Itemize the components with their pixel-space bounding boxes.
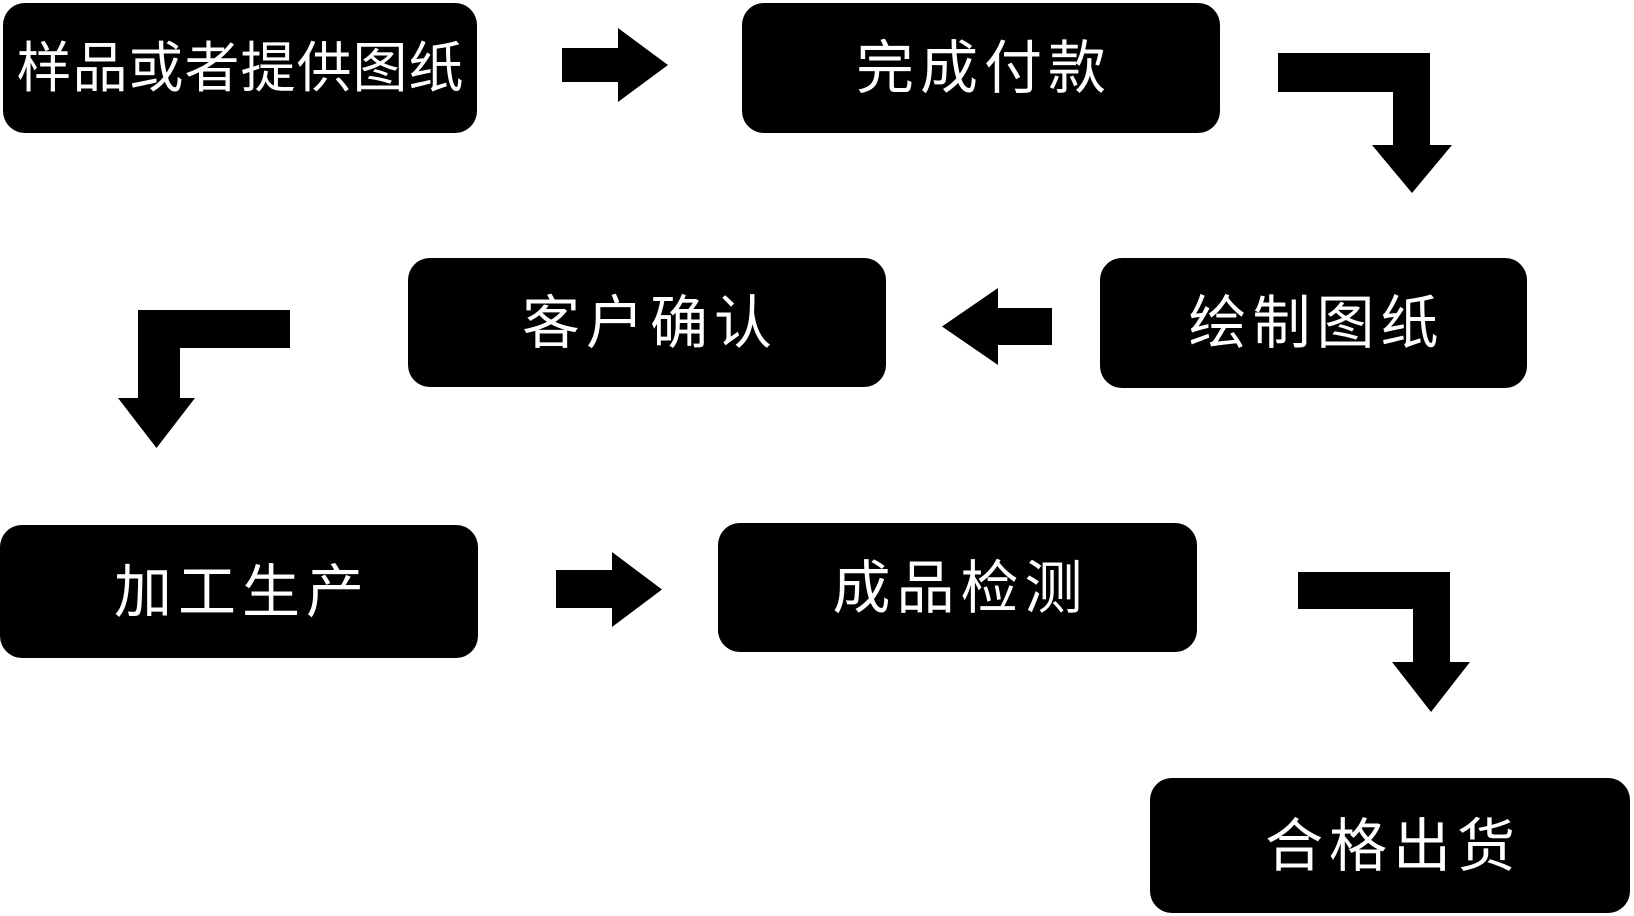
flow-step-label: 加工生产 — [113, 557, 370, 626]
elbow-down-arrow-icon — [1298, 572, 1470, 712]
right-arrow-icon — [556, 552, 662, 627]
flow-step-inspection: 成品检测 — [718, 523, 1197, 652]
right-arrow-icon — [562, 28, 668, 102]
flow-step-label: 样品或者提供图纸 — [16, 35, 465, 100]
elbow-down-arrow-icon — [118, 310, 290, 448]
flow-step-label: 绘制图纸 — [1188, 289, 1445, 357]
flow-step-label: 合格出货 — [1264, 811, 1521, 880]
left-arrow-icon — [942, 288, 1052, 365]
flow-step-label: 成品检测 — [832, 553, 1089, 622]
flow-step-production: 加工生产 — [0, 525, 478, 658]
flow-step-shipment: 合格出货 — [1150, 778, 1630, 913]
flow-step-label: 客户确认 — [521, 288, 778, 357]
flow-step-draw-drawing: 绘制图纸 — [1100, 258, 1527, 388]
flow-step-payment: 完成付款 — [742, 3, 1220, 133]
flow-step-customer-confirm: 客户确认 — [408, 258, 886, 387]
elbow-down-arrow-icon — [1278, 53, 1452, 193]
flow-step-sample-or-drawing: 样品或者提供图纸 — [3, 3, 477, 133]
flow-step-label: 完成付款 — [855, 34, 1112, 102]
